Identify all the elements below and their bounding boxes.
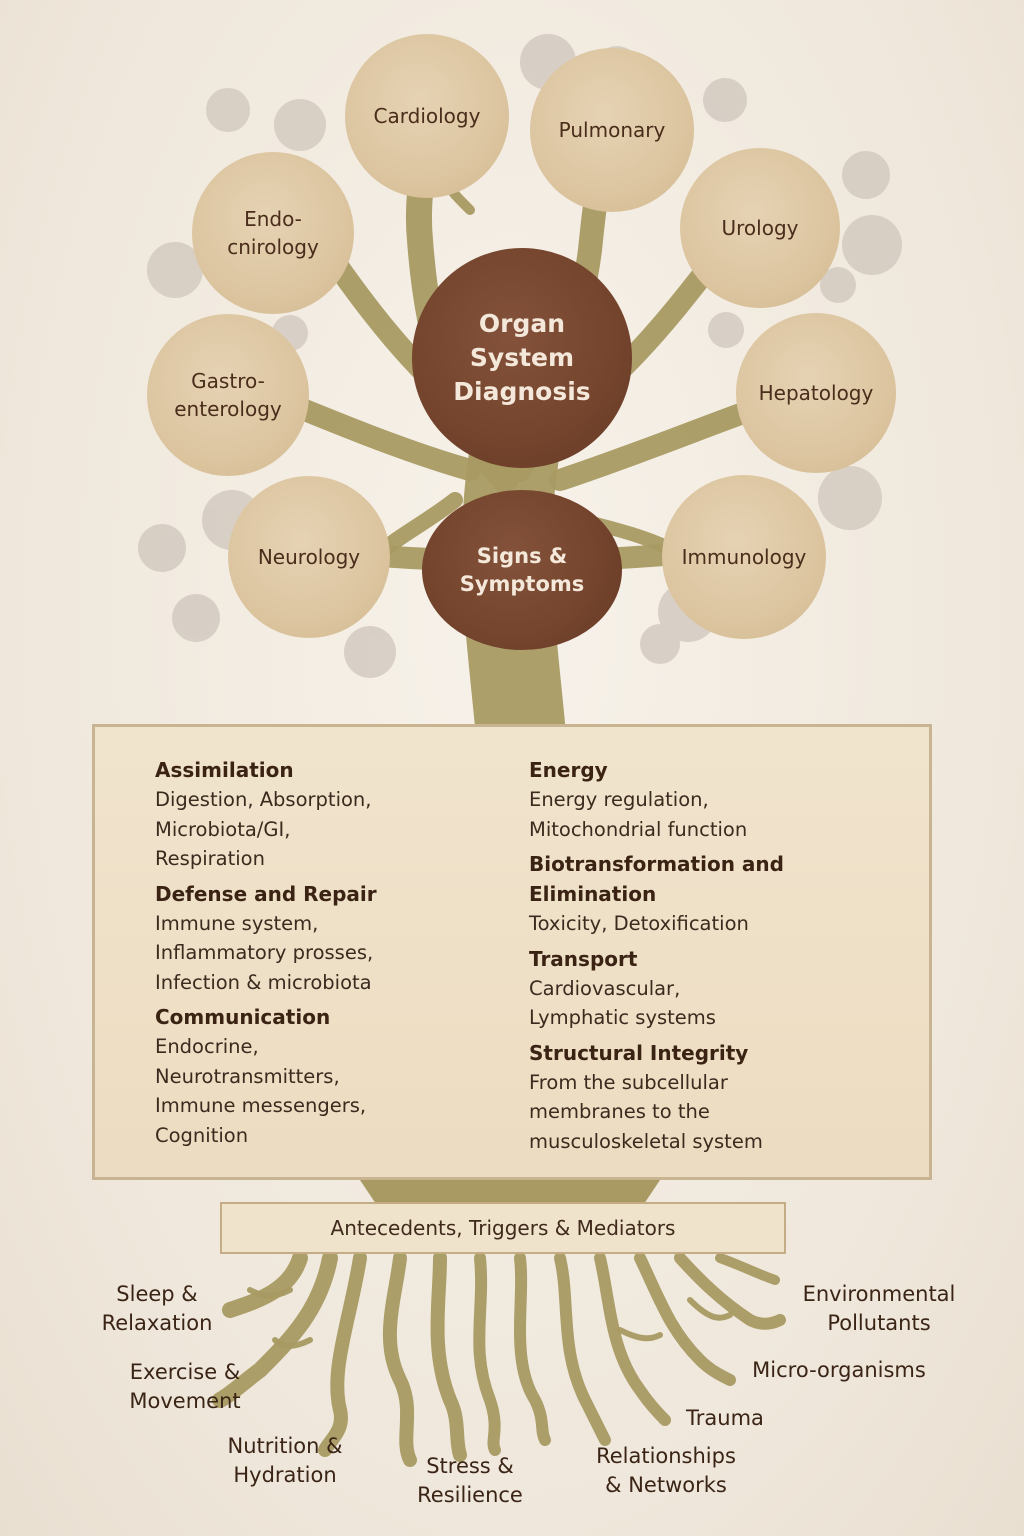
decorative-dots <box>138 34 902 678</box>
function-assimilation: Assimilation Digestion, Absorption, Micr… <box>155 755 485 874</box>
node-gastroenterology-label: Gastro- enterology <box>174 369 282 421</box>
function-title: Assimilation <box>155 758 294 782</box>
node-immunology: Immunology <box>662 475 826 639</box>
root-label-sleep: Sleep & Relaxation <box>101 1282 213 1335</box>
function-title: Energy <box>529 758 608 782</box>
root-label-microorganisms: Micro-organisms <box>752 1358 926 1382</box>
functions-left-column: Assimilation Digestion, Absorption, Micr… <box>155 755 485 1155</box>
node-cardiology: Cardiology <box>345 34 509 198</box>
function-title: Communication <box>155 1005 331 1029</box>
node-urology: Urology <box>680 148 840 308</box>
node-organ-system-diagnosis: Organ System Diagnosis <box>412 248 632 468</box>
node-neurology-label: Neurology <box>257 545 361 569</box>
antecedents-title: Antecedents, Triggers & Mediators <box>330 1216 676 1240</box>
node-hepatology-label: Hepatology <box>758 381 874 405</box>
function-title: Defense and Repair <box>155 881 377 906</box>
node-organ-system-diagnosis-label: Organ System Diagnosis <box>453 309 591 406</box>
function-transport: Transport Cardiovascular, Lymphatic syst… <box>529 944 889 1033</box>
function-description: From the subcellular membranes to the mu… <box>529 1070 763 1153</box>
function-title: Structural Integrity <box>529 1040 749 1065</box>
function-energy: Energy Energy regulation, Mitochondrial … <box>529 755 889 844</box>
antecedents-triggers-mediators-box: Antecedents, Triggers & Mediators <box>220 1202 786 1254</box>
node-neurology: Neurology <box>228 476 390 638</box>
function-description: Digestion, Absorption, Microbiota/GI, Re… <box>155 788 372 870</box>
node-signs-symptoms: Signs & Symptoms <box>422 490 622 650</box>
function-title: Biotransformation and Elimination <box>529 852 784 906</box>
function-defense-repair: Defense and Repair Immune system, Inflam… <box>155 879 485 998</box>
node-endocrinology-label: Endo- cnirology <box>227 207 319 259</box>
function-biotransformation: Biotransformation and Elimination Toxici… <box>529 849 889 939</box>
root-label-environmental: Environmental Pollutants <box>802 1282 956 1335</box>
node-cardiology-label: Cardiology <box>373 104 481 128</box>
root-label-stress: Stress & Resilience <box>417 1454 523 1507</box>
node-urology-label: Urology <box>721 216 799 240</box>
function-title: Transport <box>529 946 638 971</box>
node-pulmonary: Pulmonary <box>530 48 694 212</box>
function-structural-integrity: Structural Integrity From the subcellula… <box>529 1038 889 1157</box>
node-hepatology: Hepatology <box>736 313 896 473</box>
function-description: Energy regulation, Mitochondrial functio… <box>529 788 748 841</box>
node-endocrinology: Endo- cnirology <box>192 152 354 314</box>
function-description: Immune system, Inflammatory prosses, Inf… <box>155 911 374 994</box>
root-label-nutrition: Nutrition & Hydration <box>227 1434 343 1487</box>
function-communication: Communication Endocrine, Neurotransmitte… <box>155 1002 485 1150</box>
node-pulmonary-label: Pulmonary <box>558 118 666 142</box>
functions-right-column: Energy Energy regulation, Mitochondrial … <box>529 755 889 1161</box>
root-label-trauma: Trauma <box>686 1406 764 1430</box>
core-functions-panel: Assimilation Digestion, Absorption, Micr… <box>92 724 932 1180</box>
node-gastroenterology: Gastro- enterology <box>147 314 309 476</box>
node-immunology-label: Immunology <box>681 545 807 569</box>
function-description: Cardiovascular, Lymphatic systems <box>529 976 716 1030</box>
node-signs-symptoms-label: Signs & Symptoms <box>459 544 585 596</box>
function-description: Endocrine, Neurotransmitters, Immune mes… <box>155 1035 367 1147</box>
root-label-relationships: Relationships & Networks <box>596 1444 736 1497</box>
function-description: Toxicity, Detoxification <box>529 912 749 935</box>
root-label-exercise: Exercise & Movement <box>129 1360 241 1413</box>
